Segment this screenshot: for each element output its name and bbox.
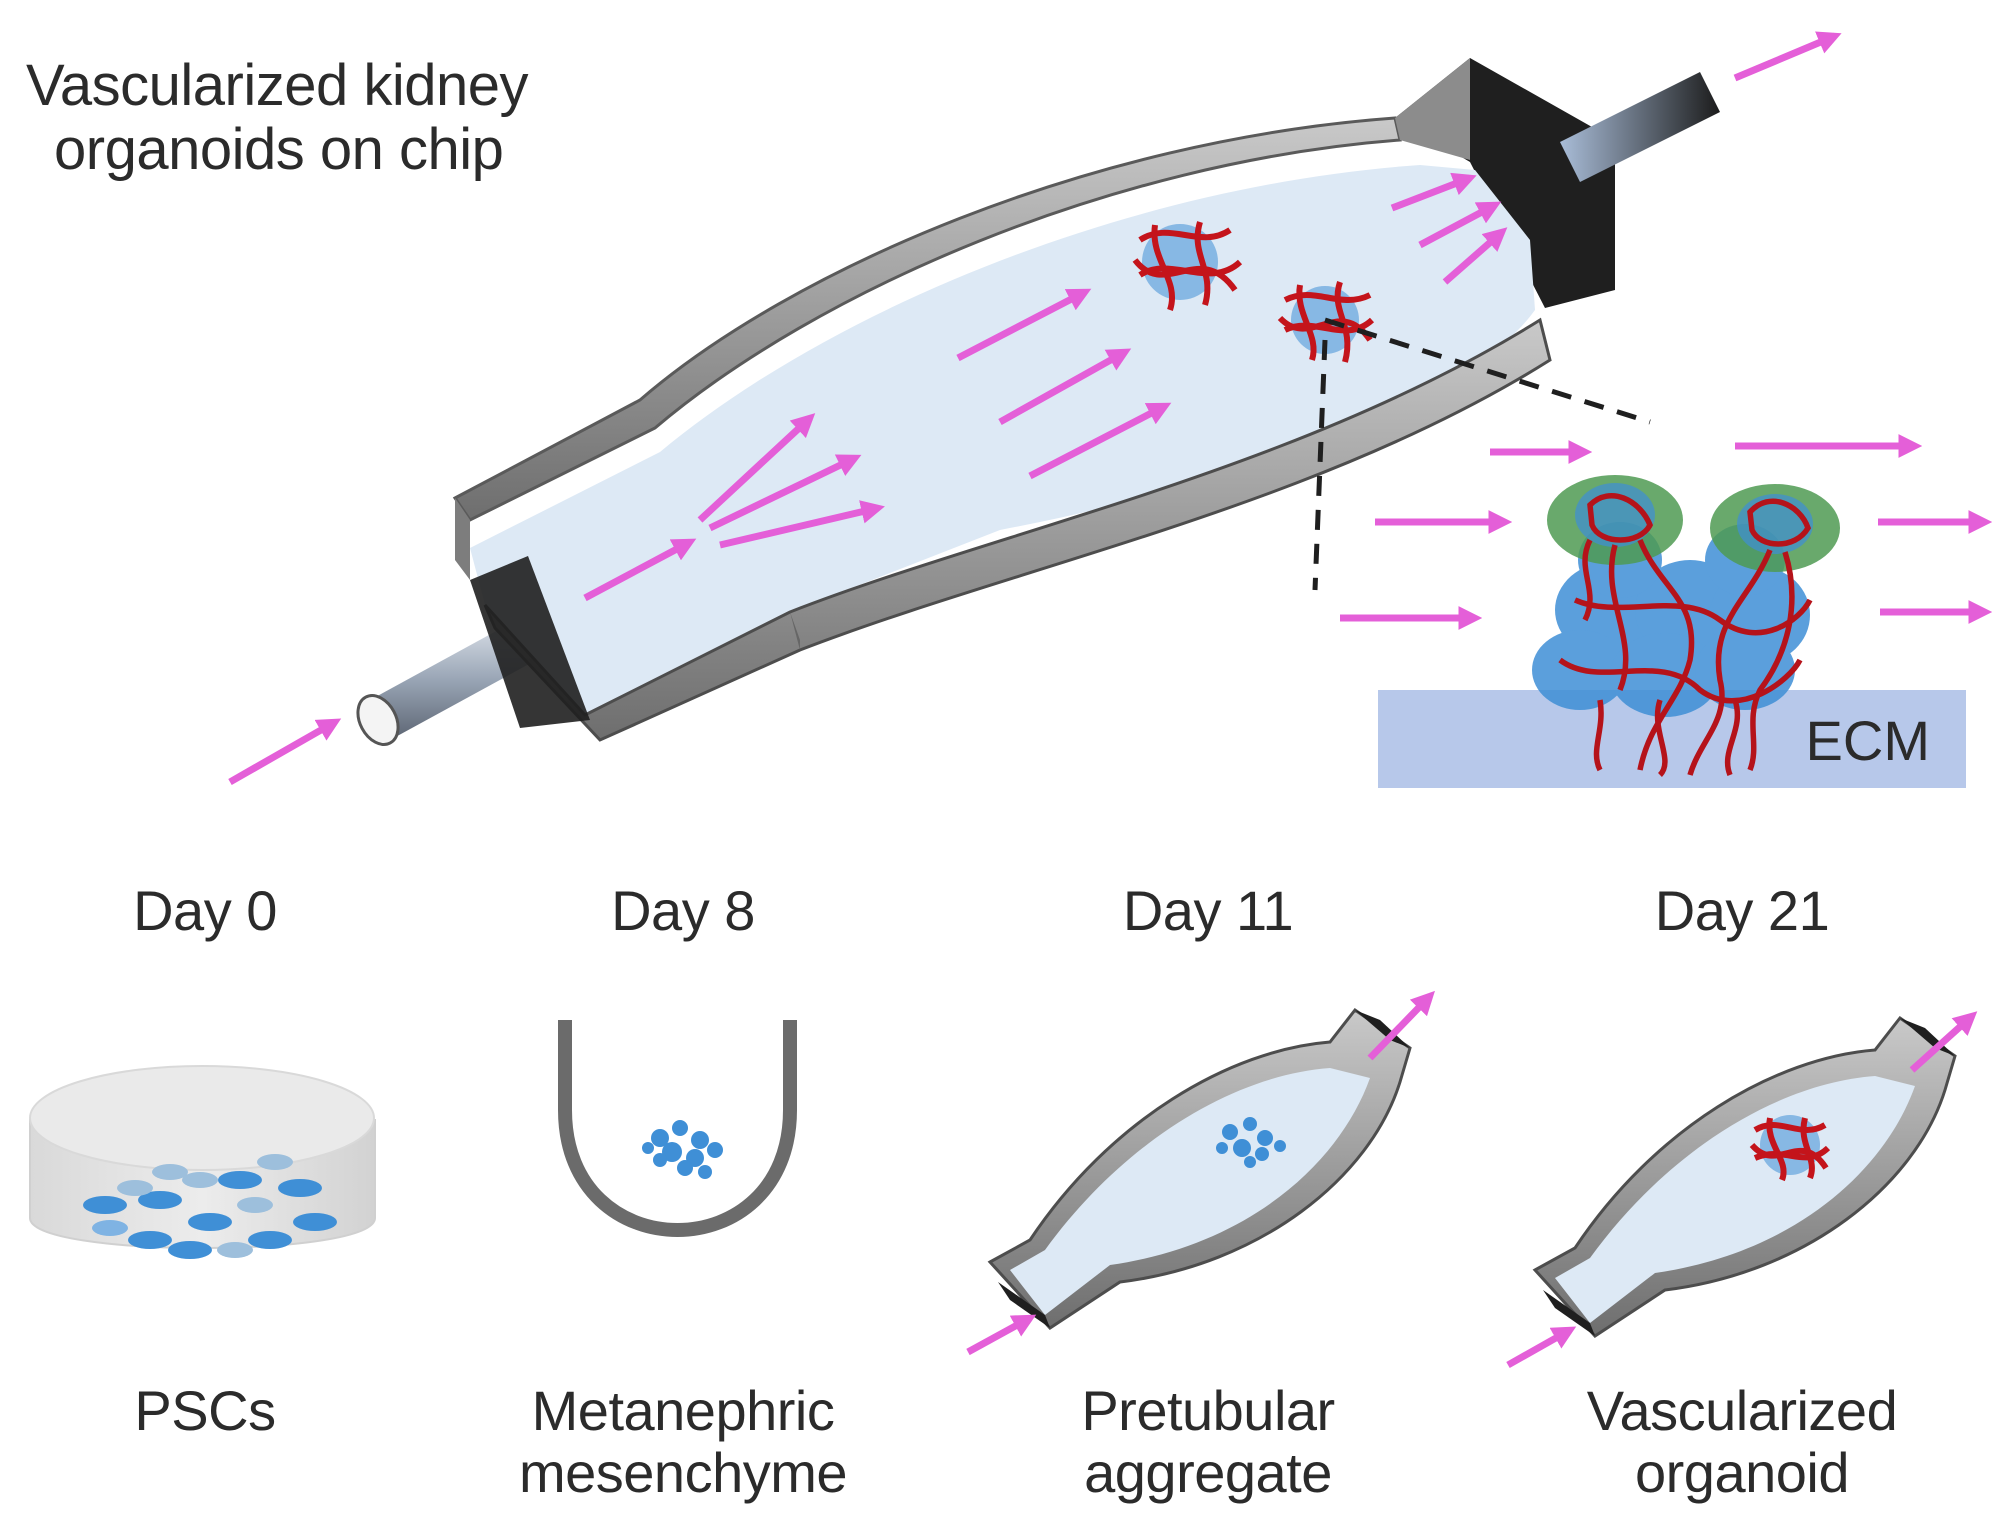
vascular-network [1558,493,1813,777]
vascularized-organoid [1749,1115,1831,1182]
flow-arrow [1367,990,1435,1061]
organoid-chip-1 [1132,221,1243,311]
glomerulus-right [1710,484,1840,572]
stage-label-line-1: Metanephric [531,1379,835,1442]
figure-title-line-1: Vascularized kidney [26,53,529,118]
flow-arrow [1418,201,1502,249]
stage-day-21: Day 21 [1654,879,1830,942]
stage-flow-arrows [966,990,1978,1369]
flow-arrow [708,454,862,532]
chip-vascularized [1532,1015,1957,1338]
flow-arrow [956,288,1092,362]
main-chip-flow-arrows [228,31,1842,786]
zoom-inset: ECM [1378,475,1966,788]
ecm-label: ECM [1806,709,1930,772]
flow-arrow [1390,172,1477,212]
stage-label-line-1: Vascularized [1586,1379,1898,1442]
stage-day-8: Day 8 [611,879,755,942]
flow-arrow [1909,1011,1978,1073]
stage-day-0: Day 0 [133,879,277,942]
main-chip [356,58,1720,746]
stage-day-11: Day 11 [1122,879,1294,942]
flow-arrow [1028,402,1172,480]
stage-label-line-1: PSCs [134,1379,276,1442]
chip-pretubular [987,1007,1412,1330]
culture-dish [29,1065,376,1259]
stage-label-pretubular-aggregate: Pretubular aggregate [1081,1379,1335,1504]
u-bottom-well [558,1020,797,1237]
flow-arrow [583,538,697,602]
inset-flow-arrows [1340,434,1993,630]
stage-label-line-2: mesenchyme [518,1440,848,1504]
aggregate-cells [1216,1117,1286,1168]
stage-label-psc: PSCs [134,1379,276,1442]
flow-arrow [228,718,342,786]
stage-label-line-2: aggregate [1084,1440,1332,1504]
flow-arrow [719,500,885,549]
zoom-callout-lines [1312,317,1651,591]
flow-arrow [697,413,816,523]
flow-arrow [1442,227,1508,285]
mesenchyme-cells [642,1120,723,1179]
figure-title: Vascularized kidney organoids on chip [26,53,529,182]
flow-arrow [998,348,1132,426]
figure-title-line-2: organoids on chip [54,116,504,182]
stage-label-metanephric-mesenchyme: Metanephric mesenchyme [518,1379,848,1504]
outlet-tube [1560,72,1720,182]
stage-label-vascularized-organoid: Vascularized organoid [1586,1379,1898,1504]
chamber-fluid [470,165,1535,715]
flow-arrow [966,1314,1037,1356]
stage-label-line-1: Pretubular [1081,1379,1335,1442]
stage-label-line-2: organoid [1635,1440,1849,1504]
stem-cells [83,1154,337,1259]
flow-arrow [1506,1326,1577,1369]
flow-arrow [1733,31,1842,82]
chamber-front-wall [483,317,1552,742]
